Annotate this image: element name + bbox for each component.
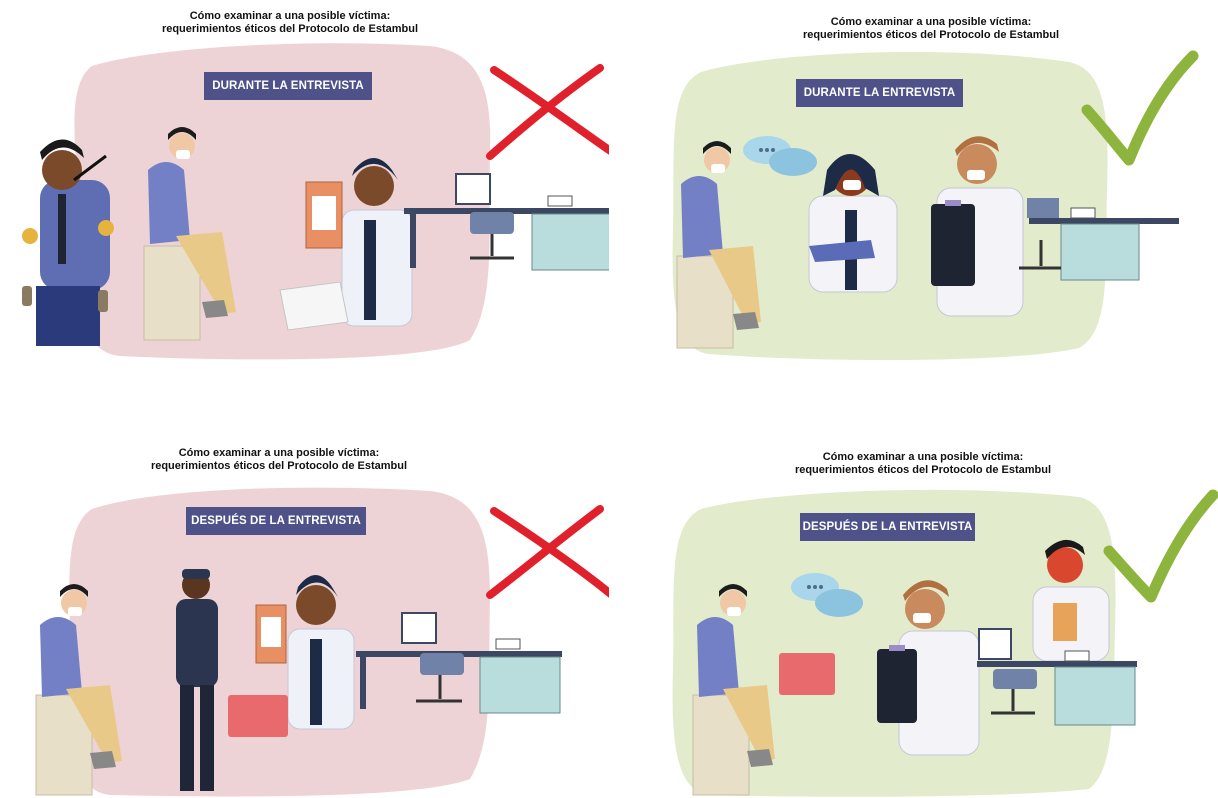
stage-badge: DURANTE LA ENTREVISTA bbox=[204, 72, 372, 100]
speech-bubble-icon bbox=[743, 136, 817, 176]
panel-title: Cómo examinar a una posible víctima: req… bbox=[0, 447, 558, 473]
folder-icon bbox=[228, 695, 288, 737]
panel-during-incorrect: Cómo examinar a una posible víctima: req… bbox=[0, 0, 609, 399]
panel-after-correct: Cómo examinar a una posible víctima: req… bbox=[609, 399, 1218, 798]
check-icon bbox=[1081, 50, 1199, 166]
panel-title-line1: Cómo examinar a una posible víctima: bbox=[830, 16, 1032, 28]
doctor-illustration bbox=[228, 575, 562, 737]
panel-title-line2: requerimientos éticos del Protocolo de E… bbox=[150, 460, 408, 472]
panel-title: Cómo examinar a una posible víctima: req… bbox=[609, 16, 1218, 42]
cross-icon bbox=[486, 64, 609, 160]
cross-icon bbox=[486, 505, 609, 599]
patient-illustration bbox=[692, 584, 775, 796]
panel-title: Cómo examinar a una posible víctima: req… bbox=[609, 451, 1218, 477]
panel-title: Cómo examinar a una posible víctima: req… bbox=[0, 10, 580, 36]
speech-bubble-icon bbox=[791, 573, 863, 617]
patient-illustration bbox=[676, 141, 761, 349]
scene-during-correct bbox=[672, 50, 1199, 361]
scene-after-correct bbox=[672, 489, 1218, 797]
panel-title-line2: requerimientos éticos del Protocolo de E… bbox=[161, 23, 419, 35]
colleague-illustration bbox=[931, 136, 1179, 317]
scene-after-incorrect bbox=[35, 487, 609, 797]
scene-during-incorrect bbox=[22, 43, 609, 360]
stage-badge: DESPUÉS DE LA ENTREVISTA bbox=[186, 507, 366, 535]
background-blob bbox=[672, 489, 1116, 797]
folder-icon bbox=[779, 653, 835, 695]
patient-illustration bbox=[35, 584, 122, 796]
panel-title-line1: Cómo examinar a una posible víctima: bbox=[189, 10, 391, 22]
panel-after-incorrect: Cómo examinar a una posible víctima: req… bbox=[0, 399, 609, 798]
panel-title-line2: requerimientos éticos del Protocolo de E… bbox=[794, 464, 1052, 476]
panel-title-line2: requerimientos éticos del Protocolo de E… bbox=[802, 29, 1060, 41]
panel-title-line1: Cómo examinar a una posible víctima: bbox=[822, 451, 1024, 463]
panel-during-correct: Cómo examinar a una posible víctima: req… bbox=[609, 0, 1218, 399]
police-officer-illustration bbox=[22, 139, 114, 346]
panel-title-line1: Cómo examinar a una posible víctima: bbox=[178, 447, 380, 459]
check-icon bbox=[1103, 489, 1218, 603]
police-officer-illustration bbox=[176, 569, 218, 791]
stage-badge: DESPUÉS DE LA ENTREVISTA bbox=[800, 513, 975, 541]
doctor-illustration bbox=[779, 580, 980, 756]
stage-badge: DURANTE LA ENTREVISTA bbox=[796, 79, 963, 107]
colleague-illustration bbox=[977, 539, 1137, 726]
patient-illustration bbox=[143, 127, 236, 341]
doctor-illustration bbox=[808, 154, 898, 293]
doctor-illustration bbox=[279, 158, 609, 331]
